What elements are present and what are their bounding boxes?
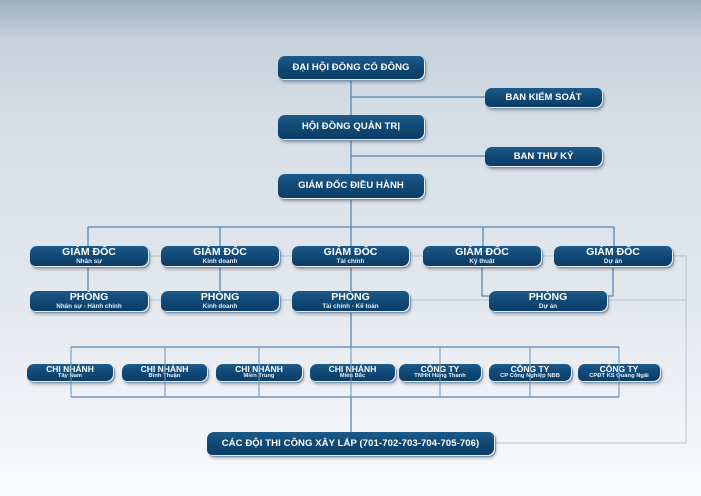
node-title: PHÒNG	[528, 291, 568, 304]
node-giam-doc-kinh-doanh: GIÁM ĐỐC Kinh doanh	[161, 246, 279, 266]
node-subtitle: Nhân sự	[76, 257, 102, 265]
node-dai-hoi-dong-co-dong: ĐẠI HỘI ĐỒNG CỔ ĐÔNG	[278, 56, 424, 79]
node-giam-doc-dieu-hanh: GIÁM ĐỐC ĐIỀU HÀNH	[278, 174, 424, 198]
node-phong-nhan-su-hanh-chinh: PHÒNG Nhân sự - Hành chính	[30, 291, 148, 311]
node-title: PHÒNG	[200, 291, 240, 304]
node-subtitle: Nhân sự - Hành chính	[56, 302, 122, 310]
node-cong-ty-quang-ngai: CÔNG TY CPĐT KS Quảng Ngãi	[578, 364, 660, 381]
node-giam-doc-nhan-su: GIÁM ĐỐC Nhân sự	[30, 246, 148, 266]
node-title: GIÁM ĐỐC	[62, 246, 116, 259]
node-title: BAN THƯ KÝ	[513, 150, 574, 162]
node-cong-ty-hung-thanh: CÔNG TY TNHH Hùng Thanh	[399, 364, 481, 381]
line-da-to-phong-du-an	[607, 266, 614, 297]
node-title: CÔNG TY	[420, 363, 460, 374]
node-chi-nhanh-binh-thuan: CHI NHÁNH Bình Thuận	[122, 364, 207, 381]
node-phong-du-an: PHÒNG Dự án	[489, 291, 607, 311]
node-title: GIÁM ĐỐC ĐIỀU HÀNH	[298, 180, 404, 192]
node-title: CHI NHÁNH	[46, 363, 94, 374]
node-phong-tai-chinh-ke-toan: PHÒNG Tài chính - Kế toán	[292, 291, 409, 311]
node-hoi-dong-quan-tri: HỘI ĐỒNG QUẢN TRỊ	[278, 115, 424, 139]
node-title: CHI NHÁNH	[140, 363, 189, 374]
node-title: GIÁM ĐỐC	[193, 246, 247, 259]
node-ban-kiem-soat: BAN KIỂM SOÁT	[485, 88, 602, 107]
node-subtitle: Tài chính	[336, 257, 365, 265]
node-title: CÔNG TY	[599, 363, 639, 374]
node-title: CÁC ĐỘI THI CÔNG XÂY LẮP (701-702-703-70…	[221, 437, 480, 449]
node-subtitle: Miền Bắc	[339, 373, 366, 380]
node-subtitle: Bình Thuận	[148, 373, 181, 380]
line-kt-to-phong-du-an	[481, 266, 489, 297]
node-subtitle: Miền Trung	[243, 373, 275, 380]
node-chi-nhanh-tay-nam: CHI NHÁNH Tây Nam	[27, 364, 113, 381]
node-giam-doc-ky-thuat: GIÁM ĐỐC Kỹ thuật	[423, 246, 541, 266]
node-subtitle: Kinh doanh	[202, 302, 238, 310]
node-subtitle: Tài chính - Kế toán	[322, 302, 379, 310]
node-phong-kinh-doanh: PHÒNG Kinh doanh	[161, 291, 279, 311]
node-giam-doc-tai-chinh: GIÁM ĐỐC Tài chính	[292, 246, 409, 266]
node-title: GIÁM ĐỐC	[323, 246, 378, 259]
node-subtitle: TNHH Hùng Thanh	[414, 373, 466, 380]
node-subtitle: Tây Nam	[57, 373, 83, 380]
node-title: ĐẠI HỘI ĐỒNG CỔ ĐÔNG	[292, 61, 410, 73]
node-title: PHÒNG	[331, 291, 370, 304]
node-giam-doc-du-an: GIÁM ĐỐC Dự án	[554, 246, 672, 266]
node-title: GIÁM ĐỐC	[586, 246, 640, 259]
node-title: CHI NHÁNH	[328, 363, 377, 374]
node-title: BAN KIỂM SOÁT	[505, 91, 582, 103]
node-title: HỘI ĐỒNG QUẢN TRỊ	[301, 121, 401, 133]
node-subtitle: Dự án	[538, 302, 558, 310]
node-chi-nhanh-mien-bac: CHI NHÁNH Miền Bắc	[310, 364, 395, 381]
node-title: CHI NHÁNH	[235, 363, 283, 374]
node-subtitle: CPĐT KS Quảng Ngãi	[589, 373, 649, 380]
node-title: PHÒNG	[69, 291, 109, 304]
node-subtitle: Kinh doanh	[202, 257, 238, 265]
node-title: GIÁM ĐỐC	[455, 246, 509, 259]
node-cac-doi-thi-cong: CÁC ĐỘI THI CÔNG XÂY LẮP (701-702-703-70…	[207, 432, 494, 455]
node-subtitle: CP Công Nghiệp NBB	[500, 373, 560, 380]
node-subtitle: Kỹ thuật	[469, 257, 495, 265]
node-title: CÔNG TY	[510, 363, 550, 374]
node-subtitle: Dự án	[603, 257, 623, 265]
node-cong-ty-nbb: CÔNG TY CP Công Nghiệp NBB	[489, 364, 571, 381]
node-ban-thu-ky: BAN THƯ KÝ	[485, 147, 602, 166]
node-chi-nhanh-mien-trung: CHI NHÁNH Miền Trung	[216, 364, 302, 381]
